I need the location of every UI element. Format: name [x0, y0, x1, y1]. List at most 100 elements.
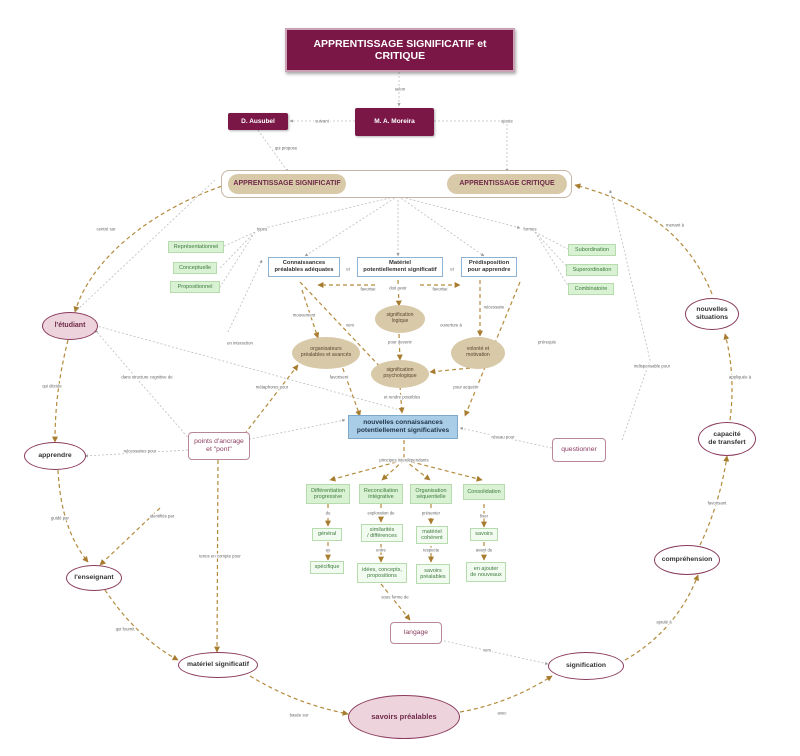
node-organisation[interactable]: Organisation séquentielle: [410, 484, 452, 504]
node-savoirs[interactable]: savoirs: [470, 528, 498, 541]
node-signif-logique[interactable]: signification logique: [375, 305, 425, 333]
link-structure: [94, 329, 191, 441]
node-diff-progressive[interactable]: Différentiation progressive: [306, 484, 350, 504]
node-propositionnel[interactable]: Propositionnel: [170, 281, 220, 293]
node-appr-signif[interactable]: APPRENTISSAGE SIGNIFICATIF: [228, 174, 346, 194]
node-general[interactable]: général: [312, 528, 342, 541]
label-au: au: [324, 547, 332, 553]
label-necessaire: nécessaire: [482, 304, 506, 310]
label-avant: avant de: [474, 547, 494, 553]
link-propose: [257, 129, 289, 173]
node-savoirs-prealables-green[interactable]: savoirs préalables: [416, 564, 450, 584]
link-materiel-logique: [395, 279, 402, 307]
label-interaction: en interaction: [226, 340, 254, 346]
label-prerequis: prérequis: [537, 339, 557, 345]
node-comprehension[interactable]: compréhension: [654, 545, 720, 575]
node-nouvelles-situations[interactable]: nouvelles situations: [685, 298, 739, 330]
node-representationnel[interactable]: Représentationnel: [168, 241, 224, 253]
label-avec: avec: [496, 710, 508, 716]
node-nouvelles-connaissances[interactable]: nouvelles connaissances potentiellement …: [348, 415, 458, 439]
label-qui-propose: qui propose: [273, 145, 299, 151]
link-savoirs: [249, 675, 349, 716]
link-psycho-nouvelles: [398, 385, 405, 414]
node-moreira[interactable]: M. A. Moreira: [355, 108, 434, 136]
label-favorisent: favorisent: [328, 374, 350, 380]
label-du: du: [324, 510, 332, 516]
label-exploration: exploration de: [366, 510, 396, 516]
link-etudiant: [73, 183, 229, 313]
node-materiel-significatif[interactable]: matériel significatif: [178, 652, 258, 678]
node-subordination[interactable]: Subordination: [568, 244, 616, 256]
label-pour-acquerir: pour acquérir: [452, 384, 480, 390]
label-suivant: suivant: [314, 118, 330, 124]
label-qui-fournit: qui fournit: [114, 626, 136, 632]
link-critique: [574, 183, 713, 295]
node-materiel-potentiel[interactable]: Matériel potentiellement significatif: [357, 257, 443, 277]
link-etudiant-nouvelles: [67, 317, 401, 411]
label-ajoute: ajoute: [500, 118, 514, 124]
link-logique-psycho: [396, 333, 403, 361]
link-centre: [74, 179, 216, 313]
link-interaction: [227, 259, 263, 333]
label-et-rendre: et rendre possibles: [382, 394, 422, 400]
node-points-ancrage[interactable]: points d'ancrage et "pont": [188, 432, 250, 460]
label-reseau: réseau pour: [490, 434, 516, 440]
node-enseignant[interactable]: l'enseignant: [66, 565, 122, 591]
label-centre-sur: centré sur: [95, 226, 117, 232]
label-metaphores: métaphores pour: [254, 384, 290, 390]
link-metaphores: [244, 418, 346, 441]
link-apprendre: [52, 339, 69, 443]
label-sous-forme: sous forme de: [380, 594, 410, 600]
link-types-items: [219, 231, 256, 288]
node-consolidation[interactable]: Consolidation: [463, 484, 505, 500]
link-formes-items: [534, 231, 571, 290]
label-applique: appliquée à: [727, 374, 753, 380]
label-vers: vers: [344, 322, 356, 328]
link-formes: [397, 195, 521, 229]
label-ouverture: ouverture à: [439, 322, 463, 328]
node-specifique[interactable]: spécifique: [310, 561, 344, 574]
node-combinatoire[interactable]: Combinatoire: [568, 283, 614, 295]
label-favorise1: favorise: [359, 286, 377, 292]
node-materiel-coherent[interactable]: matériel cohérent: [416, 526, 448, 544]
label-formes: formes: [522, 226, 538, 232]
node-langage[interactable]: langage: [390, 622, 442, 644]
label-respecte: respecte: [421, 547, 441, 553]
node-savoirs-prealables[interactable]: savoirs préalables: [348, 695, 460, 739]
node-similarites[interactable]: similarités / différences: [361, 524, 403, 542]
label-ajoute-a: ajouté à: [655, 619, 673, 625]
label-dans-structure: dans structure cognitive de: [120, 374, 174, 380]
node-organisateurs[interactable]: organisateurs préalables et avancés: [292, 337, 360, 369]
label-qui-decide: qui décide: [41, 383, 63, 389]
link-prin-org: [403, 459, 431, 481]
link-prin-consol: [403, 459, 483, 482]
node-signif-psycho[interactable]: signification psychologique: [371, 360, 429, 388]
label-indispensable: indispensable pour: [632, 363, 672, 369]
label-doit-avoir: doit avoir: [388, 285, 408, 291]
node-volonte[interactable]: volonté et motivation: [451, 337, 505, 369]
map-title[interactable]: APPRENTISSAGE SIGNIFICATIF et CRITIQUE: [285, 28, 515, 72]
link-conn: [304, 195, 399, 257]
node-superordination[interactable]: Superordination: [566, 264, 618, 276]
node-predisposition[interactable]: Prédisposition pour apprendre: [461, 257, 517, 277]
node-conceptuelle[interactable]: Conceptuelle: [173, 262, 217, 274]
label-selon: selon: [393, 86, 407, 92]
node-idees[interactable]: idées, concepts, propositions: [357, 563, 407, 583]
label-pour-devenir: pour devenir: [387, 339, 413, 345]
node-apprendre[interactable]: apprendre: [24, 442, 86, 470]
node-connaissances[interactable]: Connaissances préalables adéquates: [268, 257, 340, 277]
link-volonte-psycho: [429, 367, 471, 375]
node-ausubel[interactable]: D. Ausubel: [228, 113, 288, 130]
label-vers2: vers: [481, 647, 493, 653]
label-mouvement: mouvement: [291, 312, 317, 318]
node-etudiant[interactable]: l'étudiant: [42, 312, 98, 340]
node-en-ajouter[interactable]: en ajouter de nouveaux: [466, 562, 506, 582]
node-capacite[interactable]: capacité de transfert: [698, 422, 756, 456]
node-appr-critique[interactable]: APPRENTISSAGE CRITIQUE: [447, 174, 567, 194]
node-questionner[interactable]: questionner: [552, 438, 606, 462]
link-necessaires: [84, 449, 189, 458]
node-reconciliation[interactable]: Reconciliation intégrative: [359, 484, 403, 504]
link-sous-forme: [380, 583, 411, 621]
label-presenter: présenter: [420, 510, 442, 516]
node-signification[interactable]: signification: [548, 652, 624, 680]
